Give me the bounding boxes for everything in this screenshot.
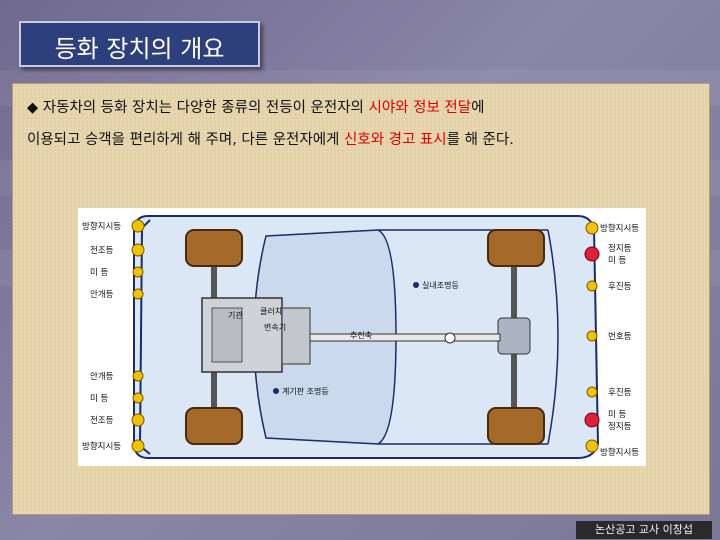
instrument-lamp-label: 계기판 조명등 bbox=[282, 386, 329, 396]
description-paragraph: ◆ 자동차의 등화 장치는 다양한 종류의 전등이 운전자의 시야와 정보 전달… bbox=[27, 92, 707, 156]
label-backup-lamp-bottom: 후진등 bbox=[608, 387, 632, 398]
label-stop-lamp-top: 정지등 bbox=[608, 243, 632, 254]
description-line-1: ◆ 자동차의 등화 장치는 다양한 종류의 전등이 운전자의 시야와 정보 전달… bbox=[27, 92, 707, 124]
label-license-lamp: 번호등 bbox=[608, 332, 632, 342]
rear-left-tire bbox=[487, 229, 545, 267]
label-rear-turn-signal-bottom: 방향지시등 bbox=[600, 447, 639, 458]
front-right-tire bbox=[185, 407, 243, 445]
line1-text: 자동차의 등화 장치는 다양한 종류의 전등이 운전자의 bbox=[42, 100, 369, 116]
label-stop-lamp-bottom: 정지등 bbox=[608, 421, 632, 432]
lighting-diagram: 기관 클러치 변속기 추진축 실내조명등 계기판 조명등 bbox=[78, 208, 646, 466]
label-front-turn-signal-top: 방향지시등 bbox=[82, 221, 121, 232]
propeller-shaft bbox=[309, 333, 501, 342]
label-front-turn-signal-bottom: 방향지시등 bbox=[82, 441, 121, 452]
label-tail-lamp-right-top: 미 등 bbox=[608, 256, 627, 266]
line2-text: 이용되고 승객을 편리하게 해 주며, 다른 운전자에게 bbox=[27, 132, 345, 148]
engine-label: 기관 bbox=[228, 310, 243, 320]
front-left-tire bbox=[185, 229, 243, 267]
line2-highlight: 신호와 경고 표시 bbox=[344, 132, 447, 148]
diamond-bullet-icon: ◆ bbox=[27, 100, 39, 116]
label-headlamp-bottom: 전조등 bbox=[90, 415, 114, 426]
propeller-shaft-label: 추진축 bbox=[350, 330, 372, 340]
front-lamps bbox=[131, 219, 145, 453]
clutch-label: 클러치 bbox=[260, 307, 282, 316]
description-line-2: 이용되고 승객을 편리하게 해 주며, 다른 운전자에게 신호와 경고 표시를 … bbox=[27, 124, 707, 156]
transmission-label: 변속기 bbox=[264, 322, 286, 332]
label-headlamp-top: 전조등 bbox=[90, 245, 114, 256]
rear-right-tire bbox=[487, 407, 545, 445]
line2-end: 를 해 준다. bbox=[446, 132, 514, 148]
label-tail-lamp-bottom: 미 등 bbox=[90, 394, 109, 404]
rear-lamps bbox=[584, 221, 600, 453]
label-fog-lamp-top: 안개등 bbox=[90, 289, 114, 300]
line1-end: 에 bbox=[471, 100, 485, 116]
label-tail-lamp-top: 미 등 bbox=[90, 268, 109, 278]
interior-lamp-label: 실내조명등 bbox=[422, 280, 459, 290]
label-fog-lamp-bottom: 안개등 bbox=[90, 371, 114, 382]
label-backup-lamp-top: 후진등 bbox=[608, 281, 632, 292]
footer-credit: 논산공고 교사 이창섭 bbox=[576, 521, 712, 539]
label-tail-lamp-right-bottom: 미 등 bbox=[608, 410, 627, 420]
label-rear-turn-signal-top: 방향지시등 bbox=[600, 223, 639, 234]
interior-lamp-icon bbox=[413, 282, 419, 288]
slide-title-box: 등화 장치의 개요 bbox=[19, 21, 260, 67]
slide-title: 등화 장치의 개요 bbox=[54, 35, 225, 63]
line1-highlight: 시야와 정보 전달 bbox=[368, 100, 472, 116]
instrument-lamp-icon bbox=[273, 388, 279, 394]
